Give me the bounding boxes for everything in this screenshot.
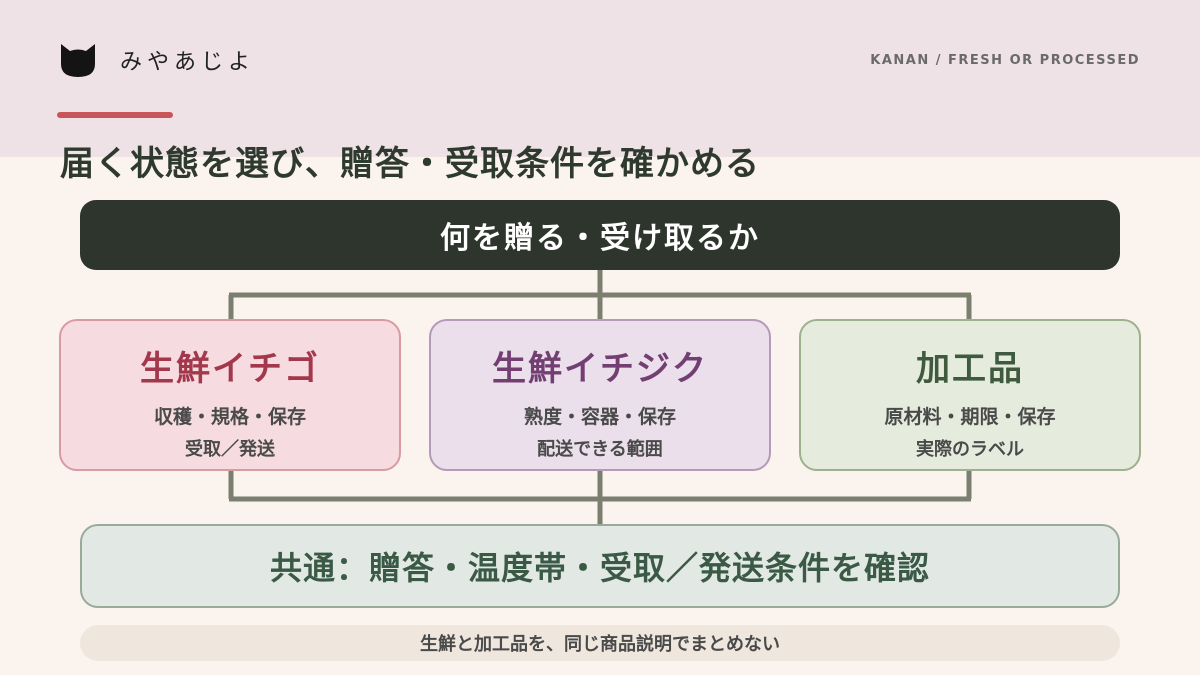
branch-detail: 実際のラベル bbox=[916, 439, 1024, 460]
root-node-label: 何を贈る・受け取るか bbox=[440, 221, 760, 256]
root-node: 何を贈る・受け取るか bbox=[80, 200, 1120, 270]
accent-bar bbox=[57, 112, 173, 118]
branch-detail: 熟度・容器・保存 bbox=[523, 406, 676, 428]
branch-card-processed: 加工品 原材料・期限・保存 実際のラベル bbox=[799, 319, 1141, 471]
cat-icon bbox=[61, 44, 95, 77]
branch-detail: 配送できる範囲 bbox=[537, 439, 663, 460]
branch-detail: 受取／発送 bbox=[185, 439, 275, 460]
page-title: 届く状態を選び、贈答・受取条件を確かめる bbox=[60, 144, 760, 184]
header-band bbox=[0, 0, 1200, 157]
common-conditions-label: 共通：贈答・温度帯・受取／発送条件を確認 bbox=[269, 549, 930, 587]
brand-name: みやあじよ bbox=[120, 50, 256, 75]
branch-title: 生鮮イチゴ bbox=[140, 349, 320, 389]
branch-card-fig: 生鮮イチジク 熟度・容器・保存 配送できる範囲 bbox=[429, 319, 771, 471]
series-label: KANAN / FRESH OR PROCESSED bbox=[870, 53, 1140, 68]
branch-title: 生鮮イチジク bbox=[492, 349, 708, 389]
common-conditions: 共通：贈答・温度帯・受取／発送条件を確認 bbox=[80, 524, 1120, 608]
footer-note: 生鮮と加工品を、同じ商品説明でまとめない bbox=[80, 625, 1120, 661]
branch-detail: 原材料・期限・保存 bbox=[884, 406, 1056, 428]
branch-detail: 収穫・規格・保存 bbox=[153, 406, 306, 428]
branch-card-strawberry: 生鮮イチゴ 収穫・規格・保存 受取／発送 bbox=[59, 319, 401, 471]
branch-title: 加工品 bbox=[916, 349, 1024, 389]
